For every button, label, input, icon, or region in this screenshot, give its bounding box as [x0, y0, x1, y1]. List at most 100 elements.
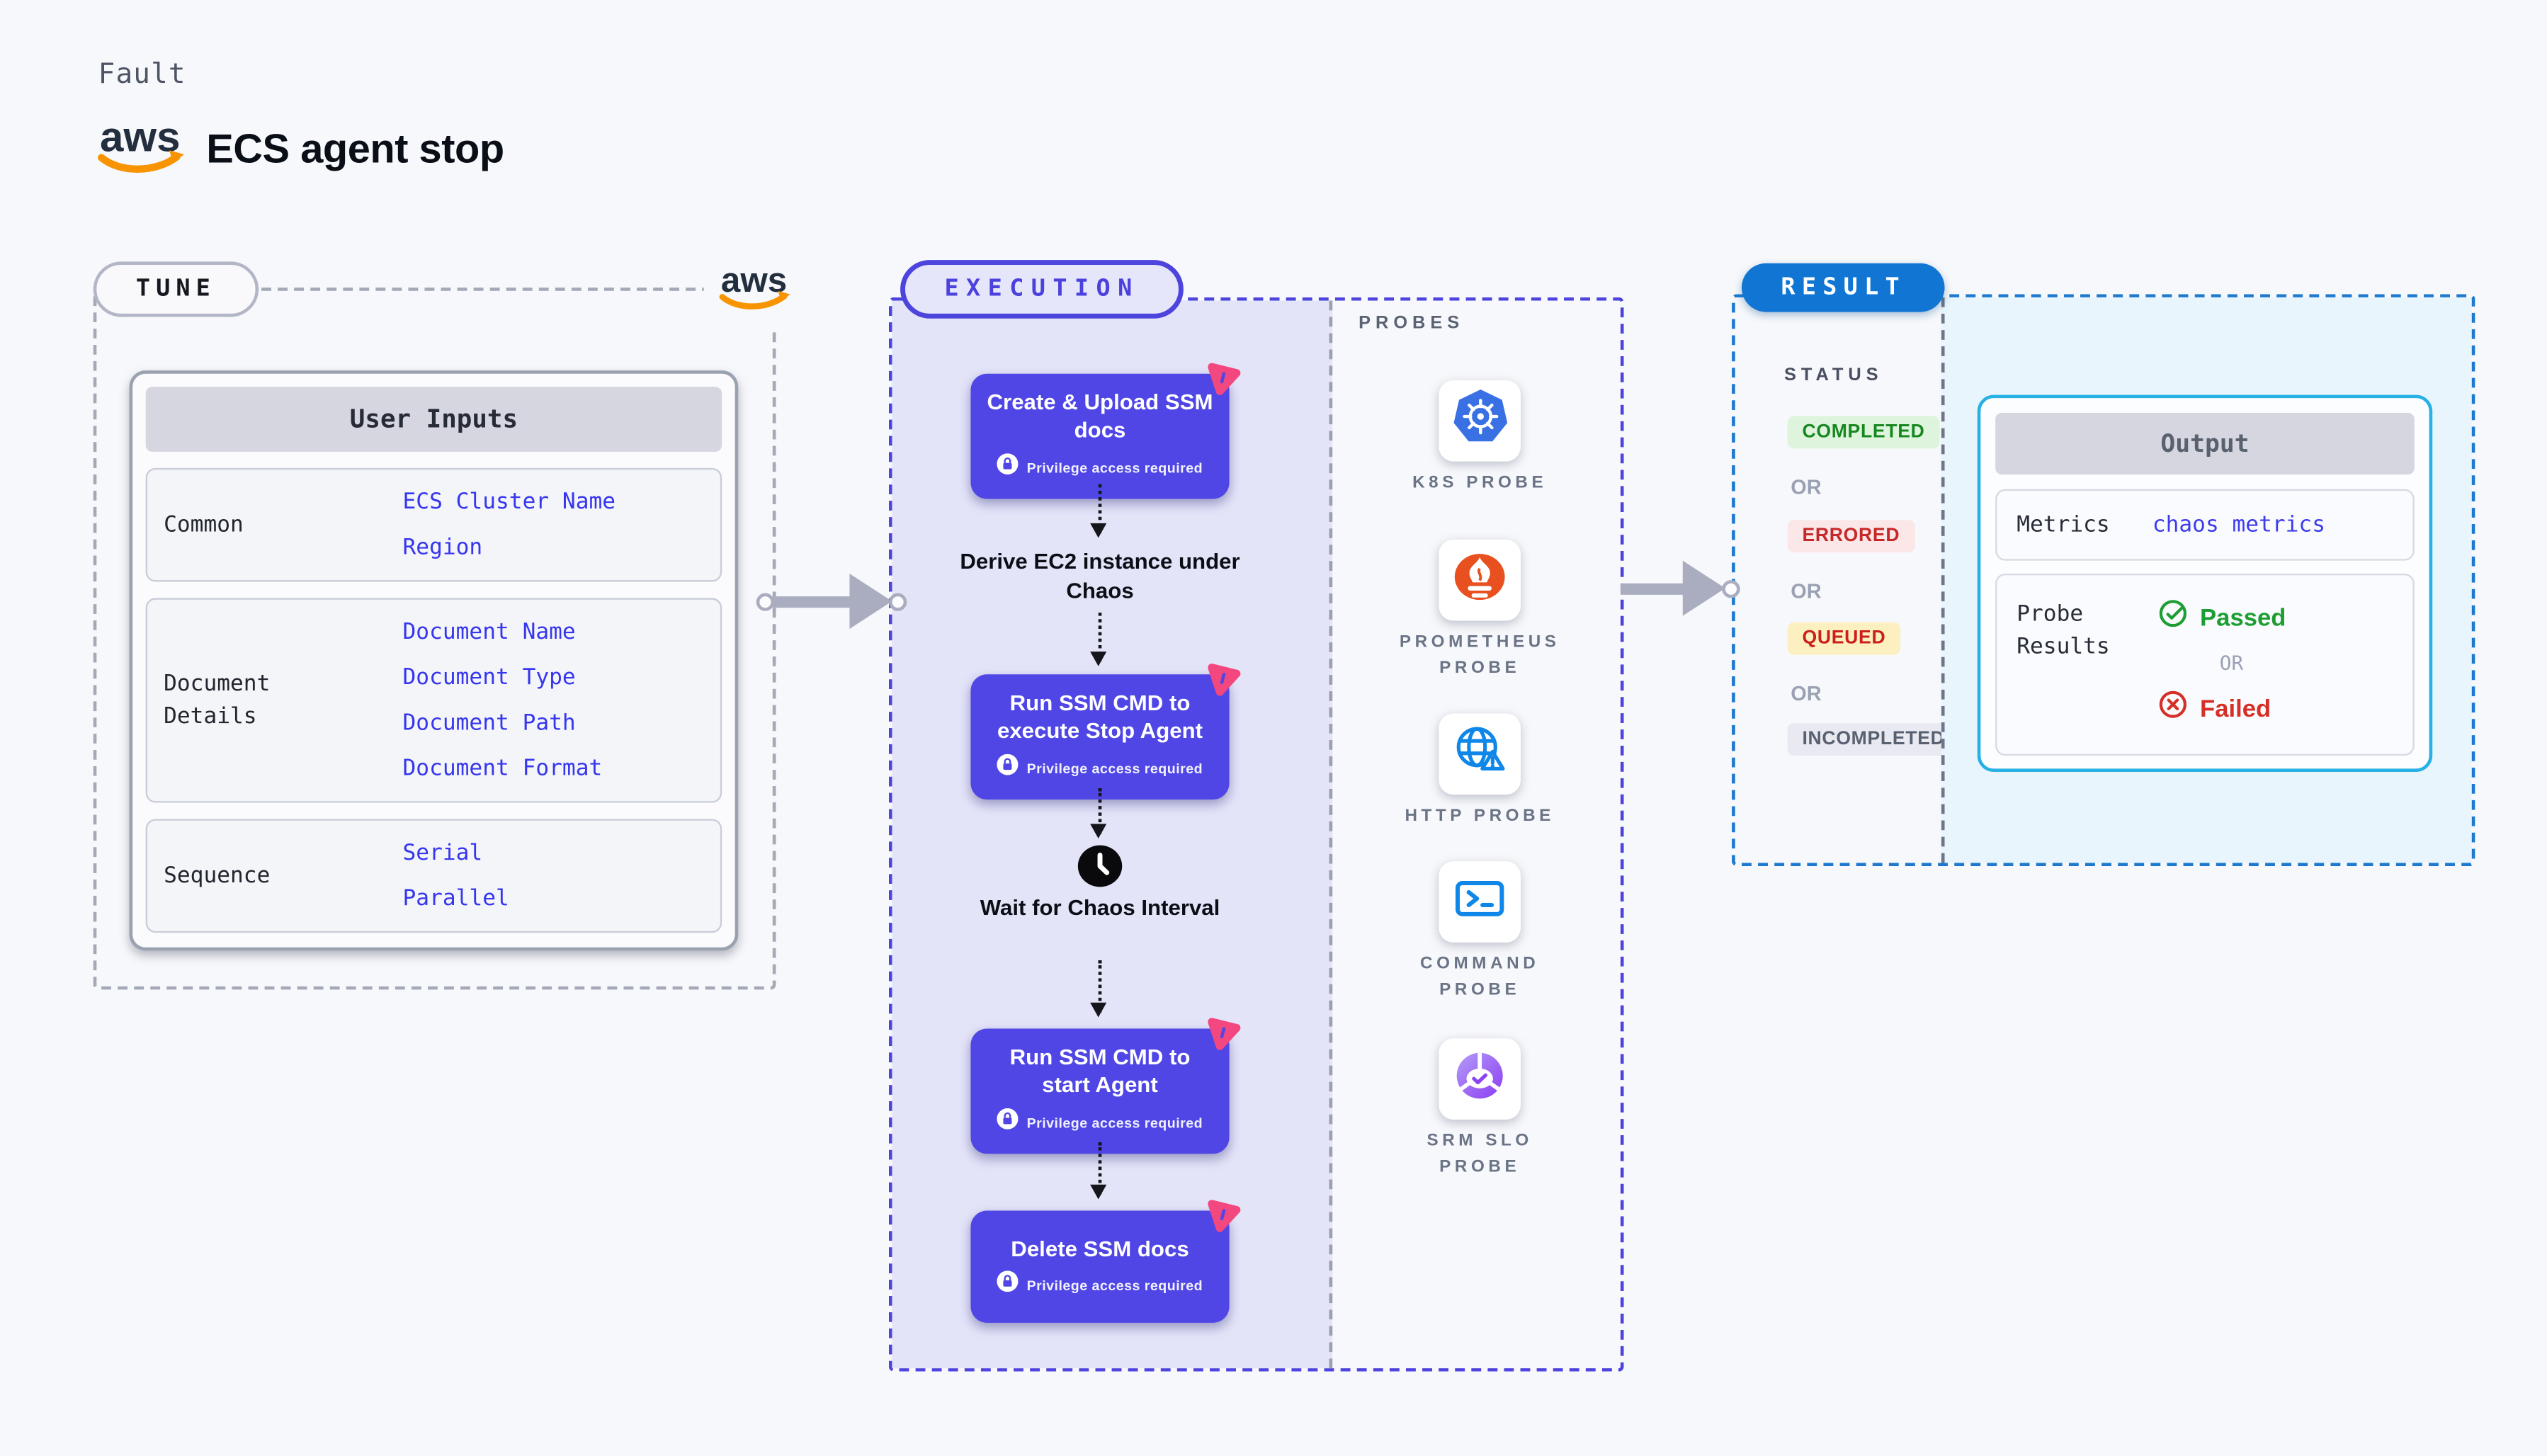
check-circle-icon — [2157, 598, 2189, 637]
row-values: Document Name Document Type Document Pat… — [403, 609, 603, 791]
terminal-icon — [1451, 868, 1509, 935]
flow-connector — [1090, 613, 1107, 666]
tune-section — [93, 288, 776, 990]
step-delete-ssm-docs: Delete SSM docs Privilege access require… — [970, 1200, 1241, 1324]
failed-verdict: Failed — [2157, 689, 2286, 728]
step-derive-ec2-instance: Derive EC2 instance under Chaos — [960, 549, 1240, 603]
connector-dot — [756, 592, 775, 610]
privilege-note-text: Privilege access required — [1026, 1278, 1203, 1295]
input-link[interactable]: Document Type — [402, 664, 576, 691]
user-input-row-document-details: Document Details Document Name Document … — [145, 598, 722, 803]
arrow-shaft — [771, 595, 853, 608]
input-link[interactable]: Document Path — [402, 710, 576, 736]
row-label: Common — [164, 511, 244, 538]
status-column: STATUS COMPLETED OR ERRORED OR QUEUED OR… — [1735, 297, 1960, 863]
probe-card-command — [1439, 861, 1521, 943]
or-separator: OR — [2219, 652, 2244, 675]
user-input-row-common: Common ECS Cluster Name Region — [145, 467, 722, 582]
metrics-row: Metrics chaos metrics — [1995, 489, 2415, 561]
step-title: Delete SSM docs — [1011, 1236, 1189, 1261]
tune-to-execution-arrow — [756, 569, 907, 634]
aws-logo-small-icon: aws — [703, 253, 806, 330]
chaos-fault-icon — [1203, 1013, 1244, 1052]
step-title: Run SSM CMD to start Agent — [1009, 1045, 1191, 1098]
step-title: Run SSM CMD to execute Stop Agent — [997, 690, 1203, 744]
execution-section: Create & Upload SSM docs Privilege acces… — [888, 297, 1624, 1372]
output-header: Output — [1995, 412, 2415, 475]
step-title: Create & Upload SSM docs — [987, 389, 1213, 443]
fault-kicker: Fault — [98, 58, 186, 91]
chaos-fault-icon — [1203, 1195, 1244, 1234]
execution-pill-label: EXECUTION — [944, 276, 1140, 302]
probe-label: COMMAND PROBE — [1420, 953, 1540, 1000]
chaos-fault-icon — [1203, 659, 1244, 698]
input-link[interactable]: ECS Cluster Name — [402, 489, 616, 516]
probe-label: PROMETHEUS PROBE — [1399, 632, 1560, 678]
arrow-head — [849, 574, 892, 630]
probe-label: SRM SLO PROBE — [1426, 1131, 1533, 1177]
privilege-note: Privilege access required — [970, 1107, 1229, 1137]
probe-label: K8S PROBE — [1412, 472, 1548, 493]
result-output-area: Output Metrics chaos metrics Probe Resul… — [1941, 297, 2472, 863]
probes-heading: PROBES — [1358, 313, 1465, 334]
connector-dot — [1722, 579, 1740, 598]
clock-icon — [1077, 843, 1123, 889]
or-separator: OR — [1791, 476, 1822, 499]
row-label: Sequence — [164, 863, 271, 889]
tune-pill: TUNE — [93, 261, 259, 317]
input-link[interactable]: Document Name — [402, 619, 576, 645]
probe-results-row: Probe Results Passed OR — [1995, 574, 2415, 756]
aws-logo-icon: aws — [95, 110, 186, 190]
probe-label: HTTP PROBE — [1405, 806, 1555, 826]
input-link[interactable]: Parallel — [402, 885, 509, 912]
step-run-ssm-cmd-stop-agent: Run SSM CMD to execute Stop Agent Privil… — [970, 664, 1241, 799]
arrow-shaft — [1620, 582, 1686, 594]
lock-icon — [997, 453, 1019, 482]
user-inputs-rows: Common ECS Cluster Name Region Document … — [145, 467, 722, 933]
result-pill: RESULT — [1741, 263, 1946, 312]
probe-results-label: Probe Results — [2016, 601, 2110, 661]
execution-to-result-arrow — [1620, 556, 1748, 621]
result-pill-label: RESULT — [1781, 274, 1906, 301]
probe-card-k8s — [1439, 380, 1521, 462]
step-wait-for-chaos-interval: Wait for Chaos Interval — [980, 895, 1220, 920]
input-link[interactable]: Document Format — [402, 756, 603, 782]
flow-connector — [1090, 960, 1107, 1018]
x-circle-icon — [2157, 689, 2189, 728]
flow-connector — [1090, 787, 1107, 839]
status-badge-errored: ERRORED — [1787, 520, 1915, 553]
title-row: aws ECS agent stop — [95, 110, 504, 190]
chaos-metrics-link[interactable]: chaos metrics — [2152, 511, 2326, 538]
input-link[interactable]: Region — [402, 534, 483, 561]
user-inputs-header: User Inputs — [145, 387, 722, 452]
execution-pill: EXECUTION — [900, 260, 1184, 319]
lock-icon — [997, 753, 1019, 783]
step-run-ssm-cmd-start-agent: Run SSM CMD to start Agent Privilege acc… — [970, 1018, 1241, 1154]
user-inputs-card: User Inputs Common ECS Cluster Name Regi… — [129, 370, 739, 951]
probe-card-prometheus — [1439, 539, 1521, 621]
privilege-note: Privilege access required — [970, 453, 1229, 482]
input-link[interactable]: Serial — [402, 840, 483, 867]
arrow-head — [1682, 560, 1725, 616]
row-values: Serial Parallel — [403, 831, 509, 921]
probe-card-srm-slo — [1439, 1038, 1521, 1120]
lock-icon — [997, 1271, 1019, 1300]
result-section: STATUS COMPLETED OR ERRORED OR QUEUED OR… — [1732, 294, 2475, 867]
lock-icon — [997, 1107, 1019, 1137]
http-globe-icon — [1451, 721, 1509, 787]
verdict-column: Passed OR Failed — [2157, 598, 2286, 753]
privilege-note-text: Privilege access required — [1026, 459, 1203, 476]
slo-pie-chart-icon — [1451, 1046, 1509, 1113]
flow-connector — [1090, 484, 1107, 538]
output-panel: Output Metrics chaos metrics Probe Resul… — [1977, 394, 2433, 772]
page-title: ECS agent stop — [206, 126, 504, 173]
prometheus-icon — [1451, 547, 1509, 613]
failed-label: Failed — [2200, 694, 2271, 722]
chaos-fault-icon — [1203, 358, 1244, 397]
privilege-note-text: Privilege access required — [1026, 759, 1203, 776]
status-badge-incompleted: INCOMPLETED — [1787, 723, 1960, 756]
status-heading: STATUS — [1784, 365, 1883, 385]
metrics-label: Metrics — [2016, 511, 2110, 538]
privilege-note-text: Privilege access required — [1026, 1114, 1203, 1130]
privilege-note: Privilege access required — [970, 1271, 1229, 1300]
